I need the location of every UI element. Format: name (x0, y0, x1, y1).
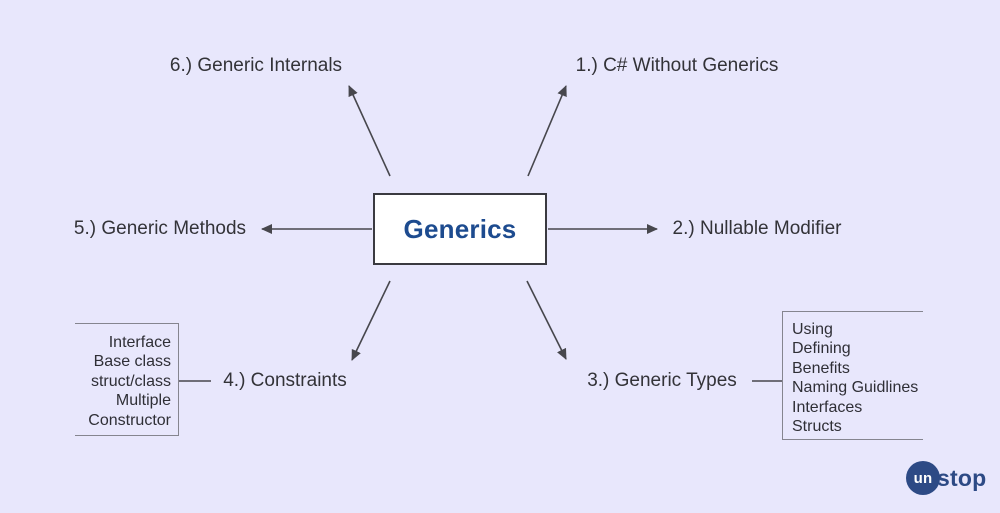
constraints-detail-box: Interface Base class struct/class Multip… (75, 323, 179, 436)
generic-types-item: Benefits (792, 359, 850, 377)
generic-types-item: Interfaces (792, 398, 863, 416)
branch-label-generic-methods: 5.) Generic Methods (73, 218, 247, 239)
branch-label-csharp-without-generics: 1.) C# Without Generics (575, 55, 779, 76)
arrow-to-generic-types (526, 280, 567, 360)
branch-label-nullable-modifier: 2.) Nullable Modifier (672, 218, 842, 239)
unstop-logo-text: stop (937, 464, 987, 491)
unstop-logo-circle: un (906, 461, 940, 495)
unstop-logo: un stop (906, 461, 986, 495)
constraints-item: Constructor (88, 411, 171, 429)
generic-types-item: Structs (792, 418, 842, 436)
constraints-item: Interface (108, 334, 171, 351)
generic-types-item: Naming Guidlines (792, 379, 919, 397)
generic-types-item: Using (792, 321, 833, 338)
arrow-to-csharp-without-generics (527, 85, 567, 177)
unstop-logo-circle-text: un (913, 469, 933, 487)
arrow-to-constraints (351, 280, 391, 361)
branch-label-generic-types: 3.) Generic Types (587, 370, 737, 391)
constraints-item: struct/class (90, 372, 171, 390)
constraints-item: Base class (93, 353, 171, 371)
center-node-generics: Generics (373, 193, 547, 265)
generic-types-item: Defining (792, 340, 851, 358)
constraints-item: Multiple (115, 392, 171, 410)
arrow-to-generic-internals (348, 85, 391, 177)
generic-types-detail-box: Using Defining Benefits Naming Guidlines… (782, 311, 923, 440)
branch-label-constraints: 4.) Constraints (223, 370, 347, 391)
center-node-title: Generics (403, 213, 517, 244)
branch-label-generic-internals: 6.) Generic Internals (169, 55, 343, 76)
